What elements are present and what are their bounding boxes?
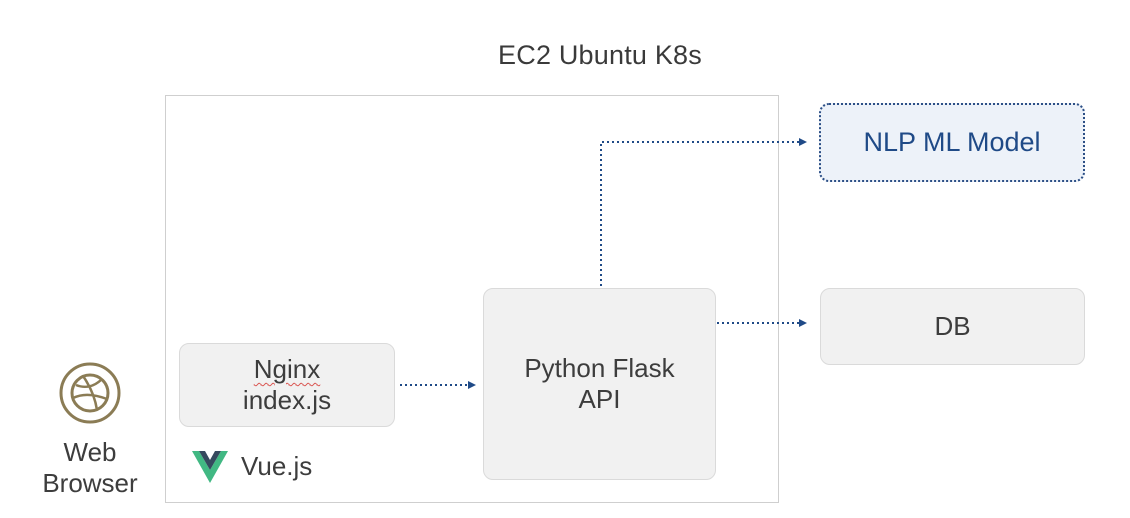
nginx-file-label: index.js: [242, 385, 332, 415]
web-browser-label: Web Browser: [42, 437, 138, 498]
vue-logo-icon: [192, 451, 228, 483]
nlp-model-label: NLP ML Model: [863, 127, 1041, 157]
flask-label: Python Flask: [524, 353, 675, 383]
dribbble-icon: [59, 362, 121, 424]
cluster-title: EC2 Ubuntu K8s: [498, 40, 702, 70]
nginx-node[interactable]: Nginx index.js: [179, 343, 395, 427]
flask-api-label: API: [578, 384, 621, 414]
arrow-flask-to-nlp-model: [600, 138, 807, 286]
db-node[interactable]: DB: [820, 288, 1085, 365]
nginx-label: Nginx: [253, 354, 321, 384]
vue-label: Vue.js: [241, 451, 313, 481]
nlp-ml-model-node[interactable]: NLP ML Model: [819, 103, 1085, 182]
python-flask-api-node[interactable]: Python Flask API: [483, 288, 716, 480]
db-label: DB: [934, 311, 971, 341]
